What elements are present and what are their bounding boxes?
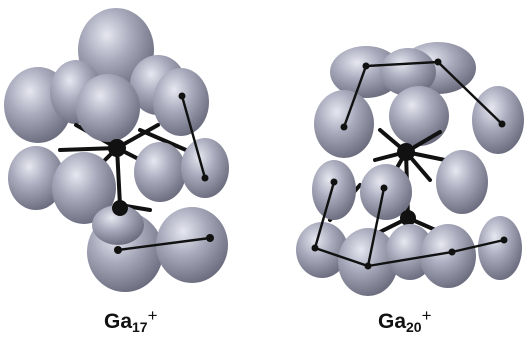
lobe [312, 160, 356, 220]
atom [112, 200, 128, 216]
atom [448, 248, 456, 256]
atom-count: 20 [406, 319, 422, 335]
lobe [478, 216, 522, 280]
atom [380, 184, 388, 192]
lobe [134, 142, 186, 202]
atom [340, 123, 348, 131]
atom [400, 210, 416, 226]
lobe [436, 150, 488, 214]
lobe [330, 46, 402, 98]
lobe [156, 207, 228, 283]
lobe [380, 48, 436, 96]
caption-ga17: Ga17+ [104, 306, 158, 335]
atom [397, 143, 415, 161]
atom [201, 174, 209, 182]
lobe [52, 152, 116, 224]
atom [500, 236, 508, 244]
atom [364, 262, 372, 270]
atom [178, 92, 186, 100]
caption-ga20: Ga20+ [378, 306, 432, 335]
atom [114, 246, 122, 254]
atom [498, 120, 506, 128]
atom [434, 58, 442, 66]
lobe [76, 74, 140, 142]
ga17-outer-bonds [117, 95, 211, 252]
lobe [420, 224, 476, 288]
lobe [181, 138, 229, 198]
lobe [389, 86, 449, 146]
atom [206, 234, 214, 242]
atom [362, 62, 370, 70]
element-symbol: Ga [104, 310, 133, 333]
lobe [8, 146, 64, 210]
atom-count: 17 [132, 319, 148, 335]
charge-sign: + [421, 306, 432, 325]
ga20-cluster [296, 42, 524, 296]
charge-sign: + [147, 306, 158, 325]
ga17-cluster [4, 8, 229, 292]
atom [108, 139, 126, 157]
element-symbol: Ga [378, 310, 407, 333]
atom [311, 244, 319, 252]
lobe [360, 164, 412, 220]
lobe [153, 68, 209, 136]
lobe [92, 205, 144, 245]
atom [330, 178, 338, 186]
